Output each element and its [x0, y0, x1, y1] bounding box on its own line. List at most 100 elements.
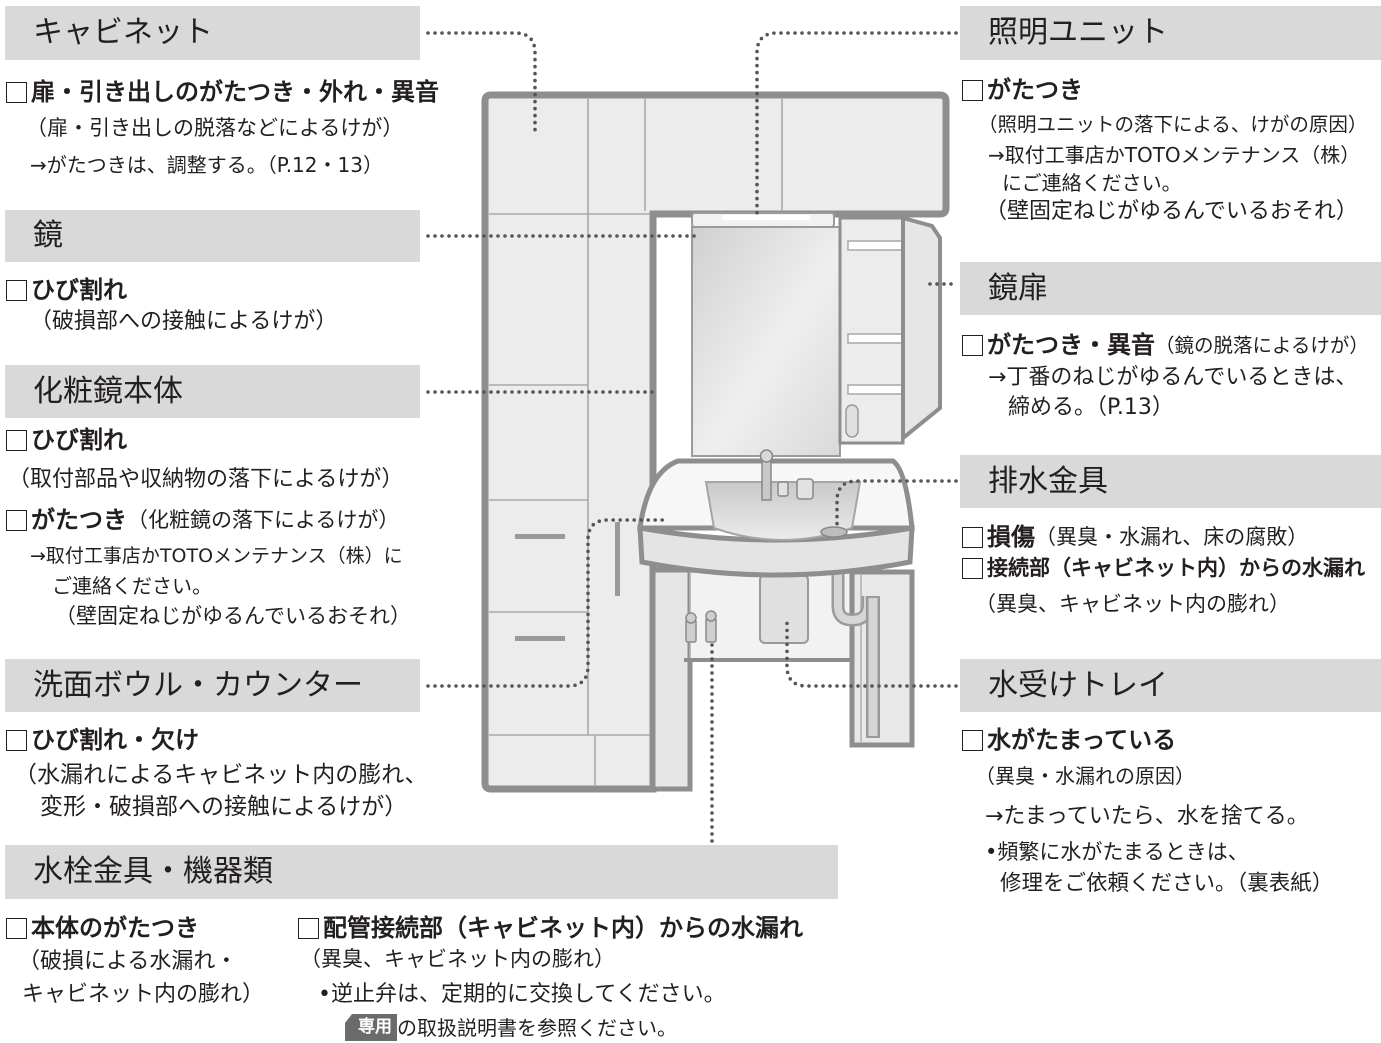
check-item-lighting-unit: がたつき [962, 76, 1083, 105]
header-faucet-devices: 水栓金具・機器類 [5, 845, 838, 899]
note-line: （壁固定ねじがゆるんでいるおそれ） [985, 199, 1358, 224]
drawer-handle [515, 636, 565, 641]
note-line: （異臭、キャビネット内の膨れ） [975, 592, 1290, 616]
checkbox-icon [6, 429, 27, 451]
checkbox-icon [6, 917, 27, 939]
note-line: （水漏れによるキャビネット内の膨れ、 [14, 762, 428, 788]
note-line: 変形・破損部への接触によるけが） [40, 794, 408, 820]
action-line: 締める。（P.13） [1008, 395, 1174, 420]
leader-line-drain-fitting [835, 479, 958, 527]
check-item-mirror-body-crack: ひび割れ [6, 426, 127, 455]
check-item-mirror: ひび割れ [6, 276, 127, 305]
drain-fitting [820, 526, 848, 538]
check-label: ひび割れ [31, 276, 127, 304]
cabinet-outline [481, 91, 950, 793]
header-cabinet: キャビネット [5, 6, 420, 60]
bullet-line: •頻繁に水がたまるときは、 [985, 840, 1249, 864]
header-title: 水栓金具・機器類 [33, 854, 273, 889]
counter-front [637, 524, 915, 578]
header-title: 化粧鏡本体 [33, 373, 183, 409]
wash-bowl [704, 481, 862, 541]
check-item-bowl-counter: ひび割れ・欠け [6, 726, 199, 755]
checkbox-icon [6, 81, 27, 103]
check-label: がたつき・異音 [987, 331, 1155, 359]
checkbox-icon [298, 917, 319, 939]
drain-canister [759, 574, 809, 644]
drawer-handle [515, 534, 565, 539]
check-label: 損傷 [987, 523, 1035, 551]
header-title: 照明ユニット [988, 15, 1168, 50]
check-note: （化粧鏡の落下によるけが） [127, 507, 400, 532]
header-title: 鏡扉 [988, 270, 1048, 306]
header-mirror-door: 鏡扉 [960, 262, 1381, 315]
leader-lines [426, 31, 958, 847]
check-label: 接続部（キャビネット内）からの水漏れ [987, 556, 1365, 580]
shelf [847, 384, 904, 395]
note-line: （壁固定ねじがゆるんでいるおそれ） [55, 604, 411, 628]
leader-line-water-tray [785, 620, 958, 688]
check-label: 扉・引き出しのがたつき・外れ・異音 [31, 78, 439, 106]
action-line: にご連絡ください。 [1002, 171, 1182, 195]
note-line: （扉・引き出しの脱落などによるけが） [26, 116, 404, 140]
header-water-tray: 水受けトレイ [960, 659, 1381, 712]
header-title: 鏡 [33, 218, 63, 253]
check-label: ひび割れ・欠け [31, 726, 199, 754]
bullet-line: •逆止弁は、定期的に交換してください。 [318, 982, 726, 1007]
header-lighting-unit: 照明ユニット [960, 6, 1381, 60]
check-item-pipe-connection: 配管接続部（キャビネット内）からの水漏れ [298, 914, 803, 943]
check-note: （鏡の脱落によるけが） [1155, 333, 1369, 357]
note-line: （異臭、キャビネット内の膨れ） [300, 947, 615, 971]
header-title: 水受けトレイ [988, 667, 1168, 703]
check-label: がたつき [987, 76, 1083, 104]
check-item-cabinet: 扉・引き出しのがたつき・外れ・異音 [6, 78, 439, 107]
header-title: キャビネット [33, 15, 213, 50]
note-line: （異臭・水漏れの原因） [975, 764, 1195, 788]
action-line: →たまっていたら、水を捨てる。 [985, 804, 1309, 829]
action-line: →がたつきは、調整する。（P.12・13） [30, 153, 383, 177]
bullet-line: 修理をご依頼ください。（裏表紙） [1000, 871, 1334, 896]
faucet [761, 457, 772, 501]
check-label: 配管接続部（キャビネット内）からの水漏れ [323, 914, 803, 942]
lighting-lens [722, 215, 810, 220]
leader-line-lighting-unit [755, 31, 958, 220]
book-icon: 専用 [345, 1014, 397, 1041]
check-label: がたつき [31, 506, 127, 534]
check-note: （異臭・水漏れ、床の腐敗） [1035, 524, 1309, 549]
mirror-cabinet [691, 212, 942, 457]
checkbox-icon [962, 334, 983, 356]
check-item-drain-damage: 損傷（異臭・水漏れ、床の腐敗） [962, 523, 1308, 552]
checkbox-icon [962, 558, 983, 580]
header-mirror: 鏡 [5, 210, 420, 262]
header-title: 排水金具 [988, 463, 1108, 499]
checkbox-icon [6, 729, 27, 751]
wash-bowl-counter [637, 449, 915, 578]
action-line: ご連絡ください。 [52, 574, 212, 598]
note-line: （照明ユニットの落下による、けがの原因） [978, 113, 1368, 136]
leader-line-bowl-counter [426, 518, 670, 688]
check-label: 水がたまっている [987, 726, 1177, 754]
checkbox-icon [6, 279, 27, 301]
faucet-control [796, 478, 814, 500]
action-line: →取付工事店かTOTOメンテナンス（株）に [30, 545, 403, 567]
action-line: →丁番のねじがゆるんでいるときは、 [988, 365, 1358, 390]
checkbox-icon [6, 509, 27, 531]
checkbox-icon [962, 526, 983, 548]
header-drain-fitting: 排水金具 [960, 455, 1381, 508]
faucet-head [759, 449, 774, 463]
check-item-water-tray: 水がたまっている [962, 726, 1176, 755]
check-item-drain-connection: 接続部（キャビネット内）からの水漏れ [962, 556, 1365, 581]
mirror-door [901, 215, 942, 443]
manual-reference: 専用の取扱説明書を参照ください。 [345, 1014, 677, 1041]
checkbox-icon [962, 79, 983, 101]
manual-reference-text: の取扱説明書を参照ください。 [397, 1015, 677, 1040]
check-item-faucet-body: 本体のがたつき [6, 914, 199, 943]
check-item-mirror-body-loose: がたつき（化粧鏡の落下によるけが） [6, 506, 399, 535]
mirror [691, 226, 841, 457]
shelf [847, 333, 904, 344]
badge-label: 専用 [358, 1017, 392, 1037]
faucet-control [777, 481, 789, 497]
check-label: 本体のがたつき [31, 914, 199, 942]
note-line: （破損による水漏れ・ [18, 949, 238, 974]
note-line: キャビネット内の膨れ） [22, 982, 265, 1007]
